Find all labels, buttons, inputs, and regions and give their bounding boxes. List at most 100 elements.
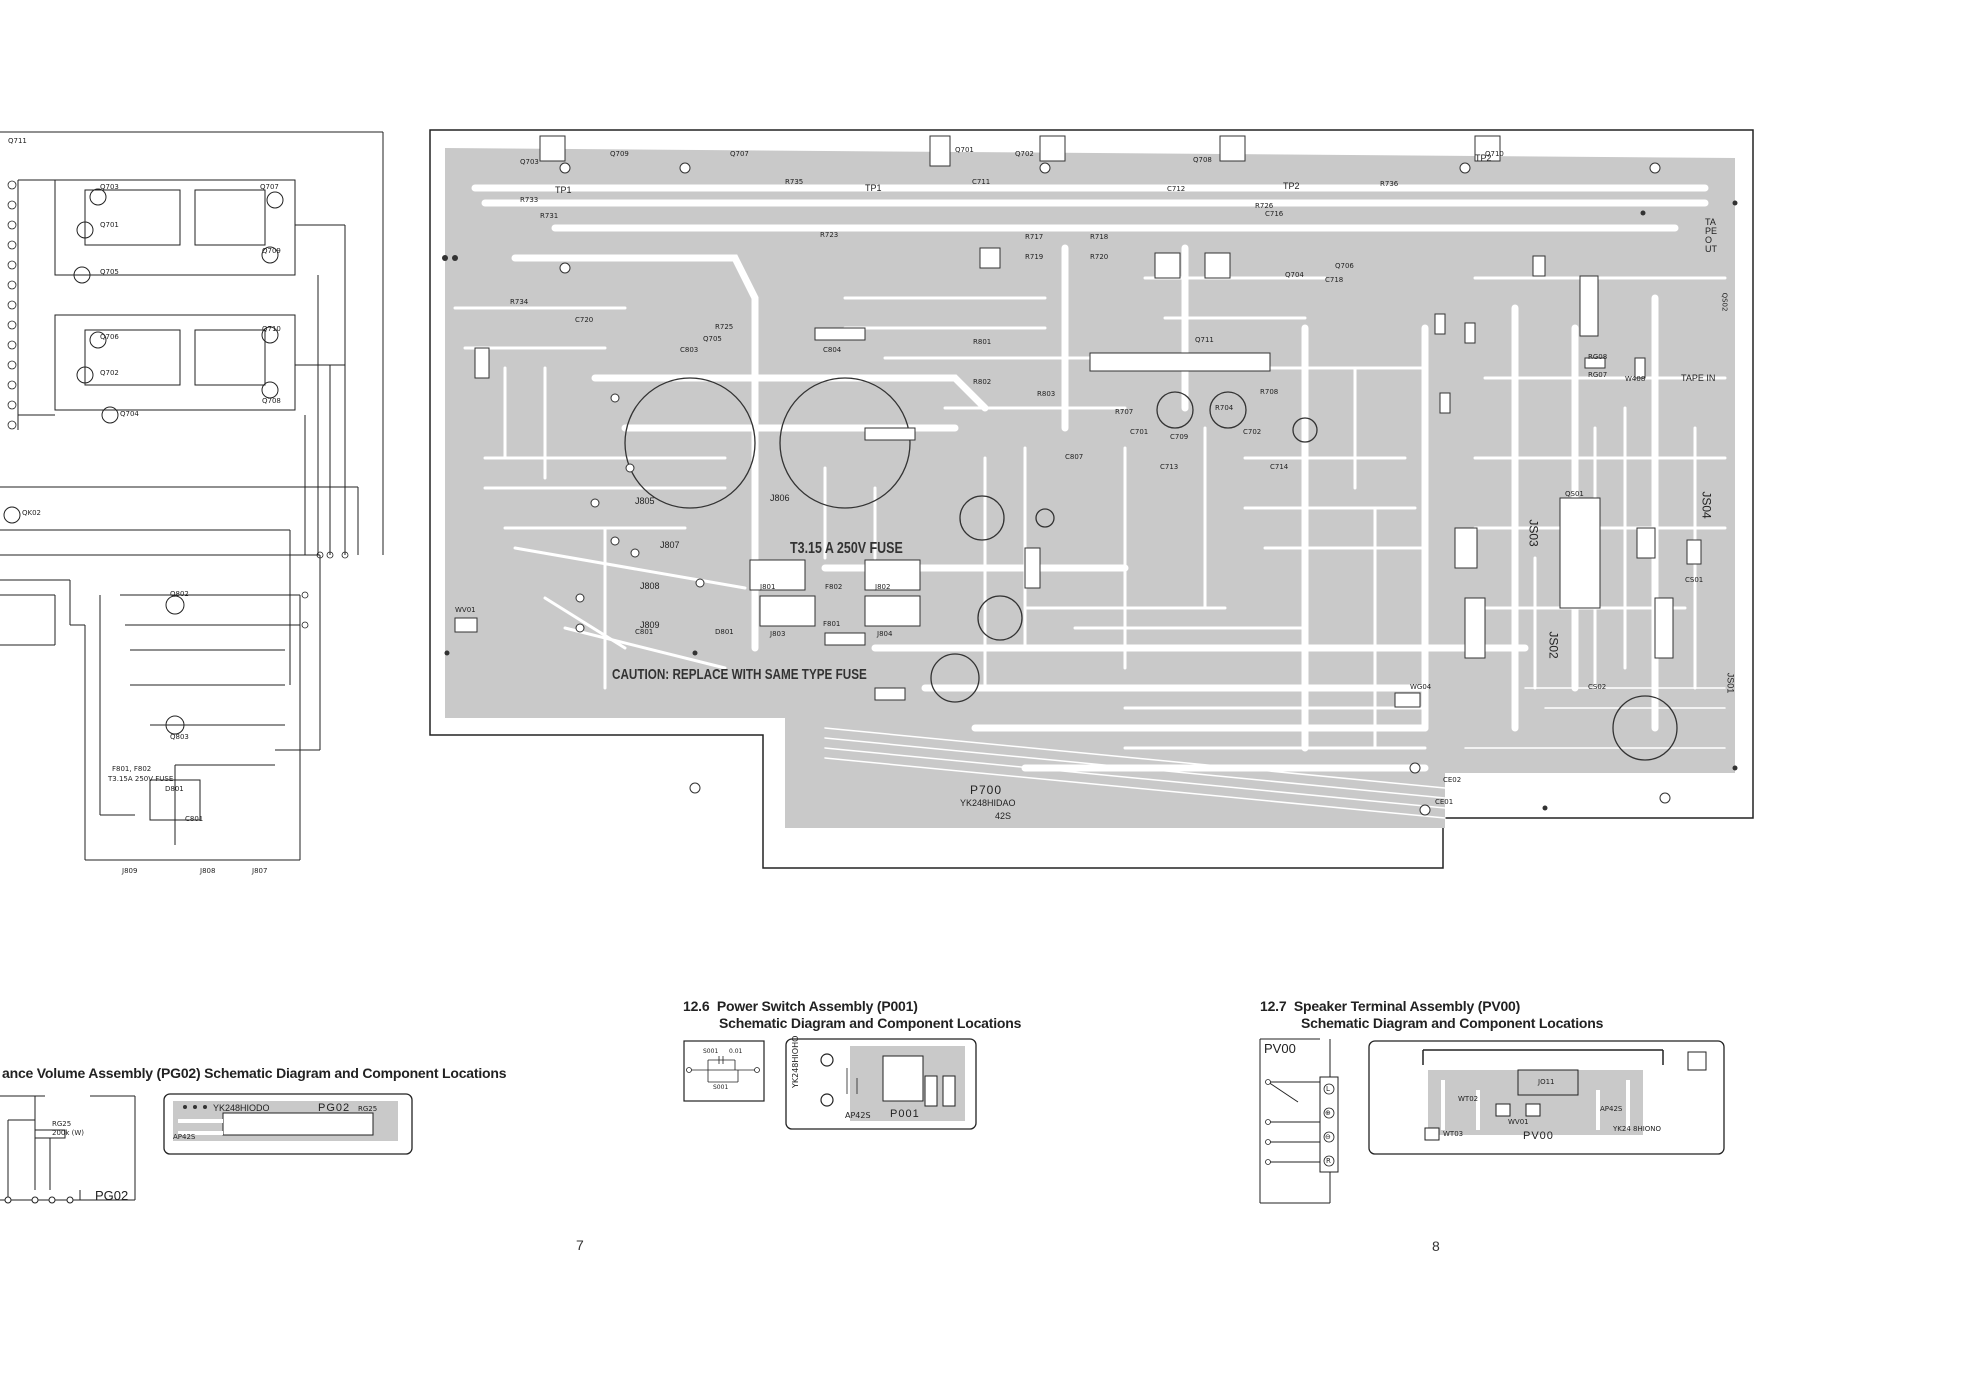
r731-label: R731	[540, 212, 559, 220]
w408-label: W408	[1625, 375, 1646, 383]
pg02-code2: AP42S	[173, 1133, 196, 1141]
r733-label: R733	[520, 196, 539, 204]
pv00-terminal-minus: ⊖	[1325, 1133, 1331, 1141]
qs01-label: QS01	[1565, 490, 1584, 498]
left-schematic: Q711 Q703 Q701 Q705 Q707 Q709 Q706 Q702 …	[0, 125, 410, 885]
c801-label: C801	[185, 815, 204, 823]
fuse-rating-label: T3.15A 250V FUSE	[108, 775, 174, 783]
j807-label: J807	[252, 867, 268, 875]
tp1-left-label: TP1	[555, 185, 572, 195]
c720-label: C720	[575, 316, 594, 324]
p001-cap-value: 0.01	[729, 1048, 743, 1055]
d801-label: D801	[715, 628, 734, 636]
pv00-code2: AP42S	[1600, 1105, 1623, 1113]
c711-label: C711	[972, 178, 991, 186]
q703-label: Q703	[100, 183, 119, 191]
board-code-label: YK248HIDAO	[960, 798, 1016, 808]
caution-label: CAUTION: REPLACE WITH SAME TYPE FUSE	[612, 666, 867, 683]
cs02-label: CS02	[1588, 683, 1607, 691]
p001-subtitle: Schematic Diagram and Component Location…	[719, 1015, 1022, 1031]
tape-in-label: TAPE IN	[1681, 373, 1716, 383]
page-number-right: 8	[1432, 1238, 1440, 1254]
c709-label: C709	[1170, 433, 1189, 441]
r726-label: R726	[1255, 202, 1274, 210]
j809-label: J809	[122, 867, 138, 875]
q704-pcb-label: Q704	[1285, 271, 1304, 279]
p001-schematic: S001 0.01 S001	[683, 1040, 765, 1102]
r707-label: R707	[1115, 408, 1134, 416]
js02-label: JS02	[1546, 631, 1561, 659]
r803-label: R803	[1037, 390, 1056, 398]
pv00-board-code: YK24 8HIONO	[1613, 1125, 1662, 1133]
q802-label: Q802	[170, 590, 189, 598]
r735-label: R735	[785, 178, 804, 186]
q707-label: Q707	[260, 183, 279, 191]
ce02-label: CE02	[1443, 776, 1462, 784]
pv00-jo11-label: JO11	[1538, 1078, 1555, 1086]
r725-label: R725	[715, 323, 734, 331]
cs01-label: CS01	[1685, 576, 1704, 584]
c807-label: C807	[1065, 453, 1084, 461]
ce01-label: CE01	[1435, 798, 1454, 806]
c803-label: C803	[680, 346, 699, 354]
r717-label: R717	[1025, 233, 1044, 241]
pv00-board-id: PV00	[1523, 1130, 1554, 1142]
pv00-wt02-label: WT02	[1458, 1095, 1479, 1103]
pg02-part-label: RG25	[358, 1105, 378, 1113]
pv00-schematic: PV00 L ⊕ ⊖ R	[1258, 1037, 1358, 1207]
p001-title: Power Switch Assembly (P001)	[716, 998, 918, 1014]
q711-label: Q711	[8, 137, 27, 145]
j808-label: J808	[200, 867, 216, 875]
tape-out-label: TAPE OUT	[1705, 217, 1718, 254]
p001-s001-bottom: S001	[713, 1084, 729, 1091]
q705-pcb-label: Q705	[703, 335, 722, 343]
main-pcb-assembly: T3.15 A 250V FUSE CAUTION: REPLACE WITH …	[425, 128, 1755, 869]
c718-label: C718	[1325, 276, 1344, 284]
q708-label: Q708	[262, 397, 281, 405]
pv00-title: Speaker Terminal Assembly (PV00)	[1293, 998, 1521, 1014]
tp1-right-label: TP1	[865, 183, 882, 193]
wv01-label: WV01	[455, 606, 476, 614]
js04-label: JS04	[1699, 491, 1714, 519]
p001-s001-top: S001	[703, 1048, 719, 1055]
pv00-terminal-plus: ⊕	[1325, 1109, 1331, 1117]
fuse-label: T3.15 A 250V FUSE	[790, 540, 903, 557]
q703-pcb-label: Q703	[520, 158, 539, 166]
q711-pcb-label: Q711	[1195, 336, 1214, 344]
q706-label: Q706	[100, 333, 119, 341]
pv00-wt03-label: WT03	[1443, 1130, 1464, 1138]
c716-label: C716	[1265, 210, 1284, 218]
j808-label: J808	[640, 581, 660, 591]
q702-label: Q702	[100, 369, 119, 377]
fuse-note-label: F801, F802	[112, 765, 152, 773]
js01-label: JS01	[1725, 672, 1736, 694]
c712-label: C712	[1167, 185, 1186, 193]
p001-section-num: 12.6	[683, 998, 710, 1014]
pg02-rg25-label: RG25	[52, 1120, 72, 1128]
r736-label: R736	[1380, 180, 1399, 188]
p001-heading: 12.6 Power Switch Assembly (P001) Schema…	[683, 998, 1021, 1032]
r723-label: R723	[820, 231, 839, 239]
r704-label: R704	[1215, 404, 1234, 412]
q706-pcb-label: Q706	[1335, 262, 1354, 270]
tp2-left-label: TP2	[1283, 181, 1300, 191]
js03-label: JS03	[1526, 519, 1541, 547]
qk02-label: QK02	[22, 509, 42, 517]
tp2-right-label: TP2	[1475, 153, 1492, 163]
pg02-pcb: YK248HIODO PG02 RG25 AP42S	[163, 1093, 413, 1155]
p001-board-code: YK248HIOHO	[791, 1035, 800, 1088]
q710-label: Q710	[262, 325, 281, 333]
pv00-pcb: WT02 WV01 WT03 JO11 PV00 YK24 8HIONO AP4…	[1368, 1040, 1725, 1155]
pg02-schematic: RG25 200k (W) PG02	[0, 1090, 140, 1210]
wg04-label: WG04	[1410, 683, 1432, 691]
j802-label: J802	[875, 583, 891, 591]
j801-label: J801	[760, 583, 776, 591]
r708-label: R708	[1260, 388, 1279, 396]
board-id-label: P700	[970, 783, 1003, 797]
p001-code2: AP42S	[845, 1111, 871, 1120]
c801-label: C801	[635, 628, 654, 636]
d801-label: D801	[165, 785, 184, 793]
j804-label: J804	[877, 630, 893, 638]
c804-label: C804	[823, 346, 842, 354]
r719-label: R719	[1025, 253, 1044, 261]
